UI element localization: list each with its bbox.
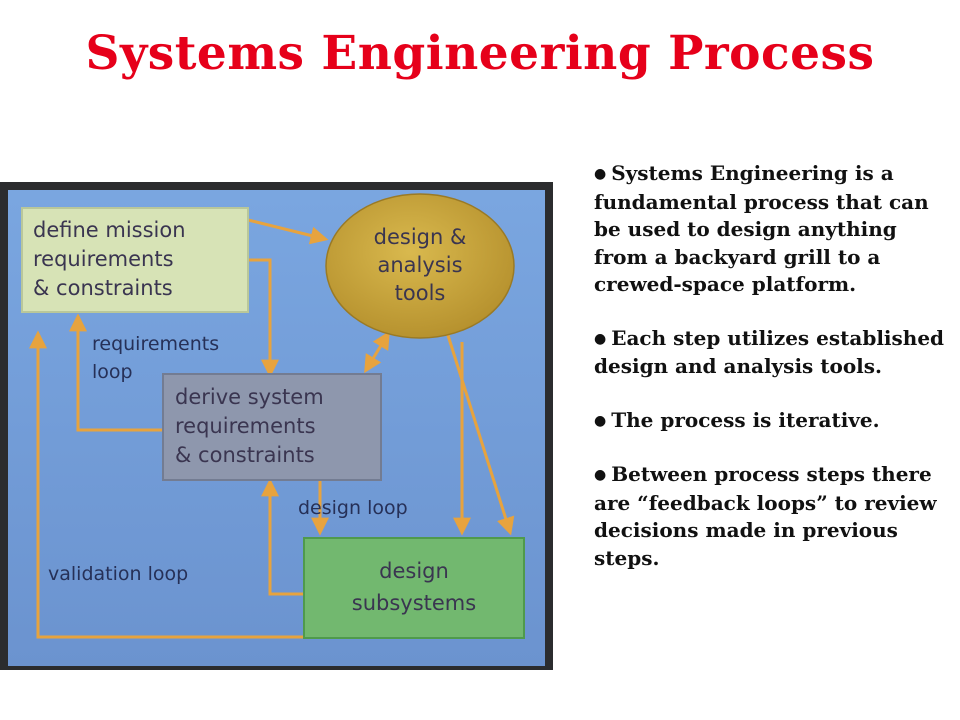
arrow-define-to-tools — [247, 218, 329, 245]
validation-loop-label: validation loop — [48, 563, 188, 585]
design-subsystems-line-1: design — [379, 559, 449, 583]
node-derive-system: derive system requirements & constraints — [162, 373, 382, 481]
design-subsystems-line-2: subsystems — [352, 591, 476, 615]
define-mission-line-2: requirements — [33, 247, 174, 271]
node-design-subsystems: design subsystems — [303, 537, 525, 639]
requirements-loop-arrow — [69, 313, 163, 432]
loop-arrows — [29, 218, 515, 639]
derive-system-line-2: requirements — [175, 414, 316, 438]
bullet-dot-icon: ● — [594, 467, 607, 483]
bullet-text: Between process steps there are “feedbac… — [594, 462, 937, 570]
bullet-text: The process is iterative. — [611, 407, 880, 432]
bullet-item: ●Systems Engineering is a fundamental pr… — [594, 160, 954, 299]
derive-system-line-3: & constraints — [175, 443, 315, 467]
process-diagram: define mission requirements & constraint… — [8, 190, 545, 666]
design-loop-arrow — [261, 478, 304, 596]
arrow-tools-design-diagonal — [435, 306, 515, 536]
requirements-loop-label-2: loop — [92, 361, 133, 383]
bullet-text: Systems Engineering is a fundamental pro… — [594, 161, 929, 296]
bullet-item: ●Between process steps there are “feedba… — [594, 461, 954, 572]
define-mission-line-1: define mission — [33, 218, 186, 242]
derive-system-line-1: derive system — [175, 385, 324, 409]
node-define-mission: define mission requirements & constraint… — [21, 207, 249, 313]
bullet-list: ●Systems Engineering is a fundamental pr… — [594, 160, 954, 598]
bullet-item: ●The process is iterative. — [594, 407, 954, 436]
bullet-dot-icon: ● — [594, 412, 607, 429]
process-diagram-image: define mission requirements & constraint… — [0, 182, 553, 670]
tools-line-3: tools — [395, 281, 446, 305]
define-mission-line-3: & constraints — [33, 276, 173, 300]
slide-title: Systems Engineering Process — [85, 26, 875, 81]
bullet-dot-icon: ● — [594, 166, 607, 182]
requirements-loop-label-1: requirements — [92, 333, 219, 355]
arrow-define-to-derive — [248, 258, 279, 378]
bullet-dot-icon: ● — [594, 330, 607, 347]
node-analysis-tools: design & analysis tools — [325, 193, 515, 339]
bullet-text: Each step utilizes established design an… — [594, 325, 945, 379]
tools-line-1: design & — [374, 225, 467, 249]
design-loop-label: design loop — [298, 497, 408, 519]
bullet-item: ●Each step utilizes established design a… — [594, 325, 954, 381]
arrow-tools-derive — [364, 330, 390, 374]
tools-line-2: analysis — [377, 253, 462, 277]
validation-loop-arrow — [29, 330, 310, 639]
